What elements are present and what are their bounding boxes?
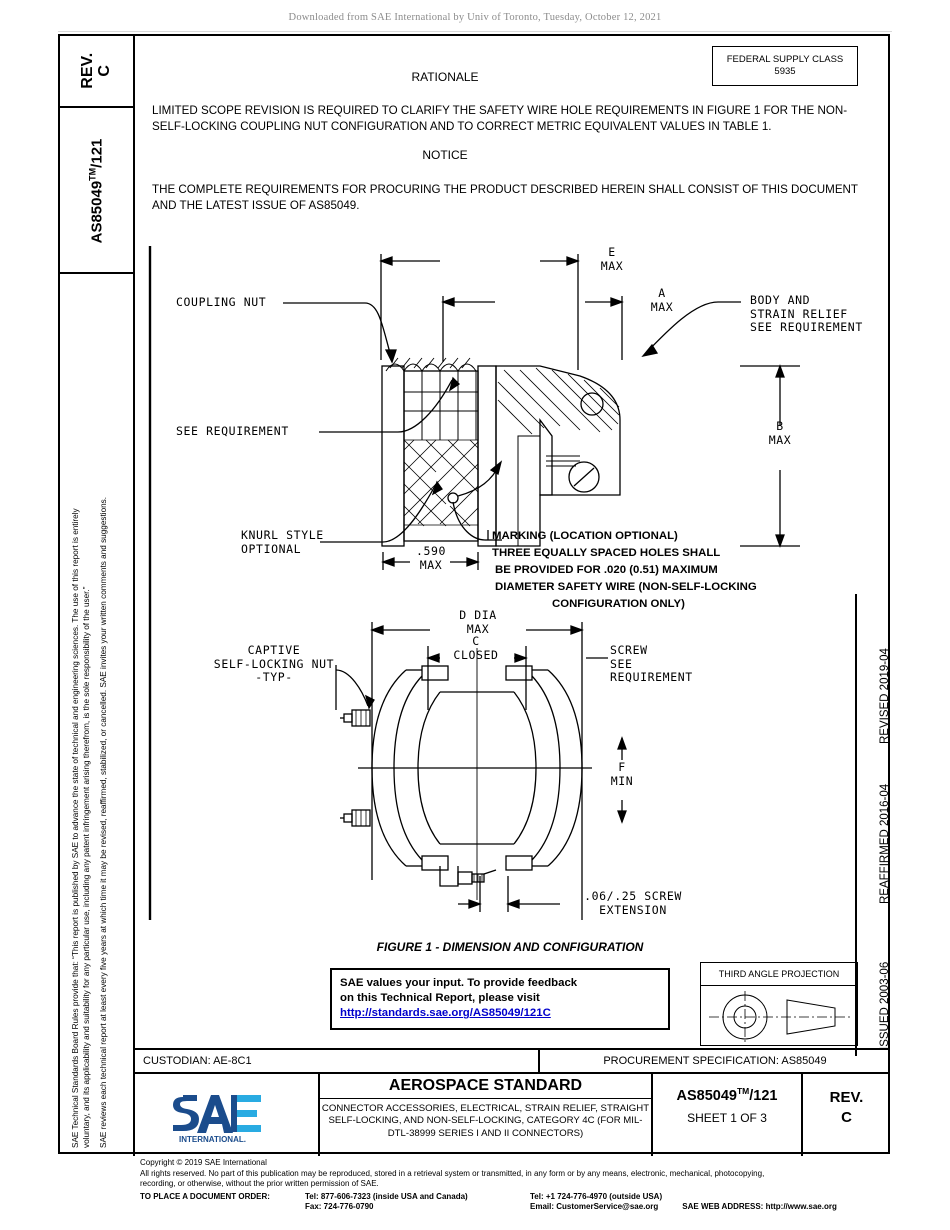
rationale-heading: RATIONALE bbox=[411, 70, 479, 84]
order-info-row: TO PLACE A DOCUMENT ORDER: Tel: 877-606-… bbox=[140, 1192, 885, 1213]
standard-description: CONNECTOR ACCESSORIES, ELECTRICAL, STRAI… bbox=[321, 1103, 650, 1139]
sae-logo: INTERNATIONAL. bbox=[135, 1074, 320, 1156]
rev-box-text: REV.C bbox=[58, 34, 135, 108]
feedback-link[interactable]: http://standards.sae.org/AS85049/121C bbox=[340, 1007, 551, 1020]
title-block: INTERNATIONAL. AEROSPACE STANDARD CONNEC… bbox=[135, 1074, 890, 1156]
date-strip-divider bbox=[855, 594, 857, 1056]
title-rev-value: C bbox=[841, 1109, 852, 1127]
fsc-label: FEDERAL SUPPLY CLASS bbox=[726, 54, 844, 65]
feedback-line-2: on this Technical Report, please visit bbox=[340, 992, 540, 1005]
banner-divider bbox=[58, 31, 892, 32]
dim-590-label: .590 MAX bbox=[415, 544, 447, 572]
safety-wire-note-line3: DIAMETER SAFETY WIRE (NON-SELF-LOCKING bbox=[495, 581, 757, 593]
third-angle-projection-label: THIRD ANGLE PROJECTION bbox=[701, 963, 857, 986]
title-block-number: AS85049TM/121 SHEET 1 OF 3 bbox=[653, 1074, 803, 1156]
feedback-box: SAE values your input. To provide feedba… bbox=[330, 968, 670, 1030]
legal-line-3: SAE reviews each technical report at lea… bbox=[99, 496, 108, 1148]
marking-note: MARKING (LOCATION OPTIONAL) bbox=[492, 530, 678, 542]
legal-line-2: voluntary, and its applicability and sui… bbox=[82, 586, 91, 1148]
tel-international: Tel: +1 724-776-4970 (outside USA) bbox=[530, 1191, 663, 1201]
standard-type: AEROSPACE STANDARD bbox=[320, 1074, 651, 1099]
document-number-suffix: /121 bbox=[749, 1087, 778, 1104]
custodian-row: CUSTODIAN: AE-8C1 PROCUREMENT SPECIFICAT… bbox=[135, 1048, 890, 1074]
sheet-number: SHEET 1 OF 3 bbox=[687, 1110, 767, 1125]
footer: Copyright © 2019 SAE International All r… bbox=[140, 1158, 885, 1213]
trademark-mark: TM bbox=[87, 167, 98, 181]
document-number-base: AS85049 bbox=[676, 1087, 737, 1104]
screw-label: SCREW SEE REQUIREMENT bbox=[610, 643, 693, 685]
revised-date: REVISED 2019-04 bbox=[879, 648, 891, 744]
document-id-box: AS85049TM/121 bbox=[58, 108, 135, 274]
captive-nut-label: CAPTIVE SELF-LOCKING NUT -TYP- bbox=[213, 643, 335, 685]
order-contact-block: Tel: +1 724-776-4970 (outside USA) Email… bbox=[530, 1192, 885, 1213]
rights-line-1: All rights reserved. No part of this pub… bbox=[140, 1168, 765, 1178]
document-id-suffix: /121 bbox=[88, 138, 106, 168]
safety-wire-note-line1: THREE EQUALLY SPACED HOLES SHALL bbox=[492, 547, 721, 559]
dim-c-label: C CLOSED bbox=[453, 634, 499, 662]
third-angle-projection-symbol bbox=[709, 991, 851, 1044]
document-id-text: AS85049TM/121 bbox=[58, 108, 135, 274]
dim-d-label: D DIA MAX bbox=[459, 608, 497, 636]
copyright-line: Copyright © 2019 SAE International bbox=[140, 1158, 267, 1167]
dim-e-label: E MAX bbox=[600, 245, 624, 273]
web-address: SAE WEB ADDRESS: http://www.sae.org bbox=[682, 1202, 837, 1212]
safety-wire-note-line4: CONFIGURATION ONLY) bbox=[552, 598, 685, 610]
revision-date-column: REVISED 2019-04 REAFFIRMED 2016-04 ISSUE… bbox=[857, 594, 891, 1056]
order-tel-block: Tel: 877-606-7323 (inside USA and Canada… bbox=[305, 1192, 530, 1213]
see-requirement-label: SEE REQUIREMENT bbox=[176, 424, 289, 438]
document-number-tm: TM bbox=[736, 1086, 750, 1096]
legal-notice-column: SAE Technical Standards Board Rules prov… bbox=[58, 274, 135, 1156]
issued-date: ISSUED 2003-06 bbox=[879, 961, 891, 1050]
notice-text: THE COMPLETE REQUIREMENTS FOR PROCURING … bbox=[152, 183, 858, 212]
download-banner: Downloaded from SAE International by Uni… bbox=[288, 12, 662, 23]
dim-f-label: F MIN bbox=[610, 760, 634, 788]
rationale-text: LIMITED SCOPE REVISION IS REQUIRED TO CL… bbox=[152, 104, 848, 133]
svg-text:INTERNATIONAL.: INTERNATIONAL. bbox=[179, 1135, 246, 1143]
title-rev-label: REV. bbox=[829, 1089, 864, 1106]
customer-email: Email: CustomerService@sae.org bbox=[530, 1202, 659, 1212]
body-strain-relief-label: BODY AND STRAIN RELIEF SEE REQUIREMENT bbox=[750, 293, 863, 335]
title-block-rev: REV. C bbox=[803, 1074, 890, 1156]
figure-1-drawing: E MAX A MAX B MAX COUPLING NUT BODY AND … bbox=[140, 240, 862, 940]
screw-extension-label: .06/.25 SCREW EXTENSION bbox=[584, 889, 682, 917]
document-id-base: AS85049 bbox=[88, 180, 106, 244]
title-block-middle: AEROSPACE STANDARD CONNECTOR ACCESSORIES… bbox=[320, 1074, 653, 1156]
order-label: TO PLACE A DOCUMENT ORDER: bbox=[140, 1191, 270, 1201]
dim-a-label: A MAX bbox=[650, 286, 674, 314]
legal-line-1: SAE Technical Standards Board Rules prov… bbox=[71, 508, 80, 1148]
sae-logo-icon: INTERNATIONAL. bbox=[172, 1095, 261, 1143]
tel-usa: Tel: 877-606-7323 (inside USA and Canada… bbox=[305, 1191, 468, 1201]
fax-number: Fax: 724-776-0790 bbox=[305, 1202, 374, 1212]
federal-supply-class-box: FEDERAL SUPPLY CLASS 5935 bbox=[712, 46, 858, 86]
procurement-spec-label: PROCUREMENT SPECIFICATION: AS85049 bbox=[603, 1055, 827, 1067]
custodian-label: CUSTODIAN: AE-8C1 bbox=[135, 1050, 540, 1072]
third-angle-projection-box: THIRD ANGLE PROJECTION bbox=[700, 962, 858, 1046]
coupling-nut-label: COUPLING NUT bbox=[176, 295, 267, 309]
rights-line-2: recording, or otherwise, without the pri… bbox=[140, 1179, 379, 1189]
rev-box: REV.C bbox=[58, 34, 135, 108]
safety-wire-note-line2: BE PROVIDED FOR .020 (0.51) MAXIMUM bbox=[495, 564, 718, 576]
knurl-style-label: KNURL STYLE OPTIONAL bbox=[241, 528, 324, 556]
dim-b-label: B MAX bbox=[768, 419, 792, 447]
fsc-value: 5935 bbox=[774, 65, 796, 77]
rev-value: C bbox=[95, 65, 113, 77]
page-frame bbox=[58, 34, 890, 1154]
contact-email-row: Email: CustomerService@sae.org SAE WEB AD… bbox=[530, 1202, 885, 1213]
notice-heading: NOTICE bbox=[422, 148, 468, 162]
left-strip-divider bbox=[133, 34, 135, 1156]
figure-caption: FIGURE 1 - DIMENSION AND CONFIGURATION bbox=[376, 940, 644, 954]
figure-1-linework bbox=[148, 246, 800, 920]
rev-label: REV. bbox=[78, 53, 96, 89]
reaffirmed-date: REAFFIRMED 2016-04 bbox=[879, 783, 891, 904]
feedback-line-1: SAE values your input. To provide feedba… bbox=[340, 977, 578, 989]
document-number: AS85049TM/121 bbox=[653, 1086, 801, 1104]
